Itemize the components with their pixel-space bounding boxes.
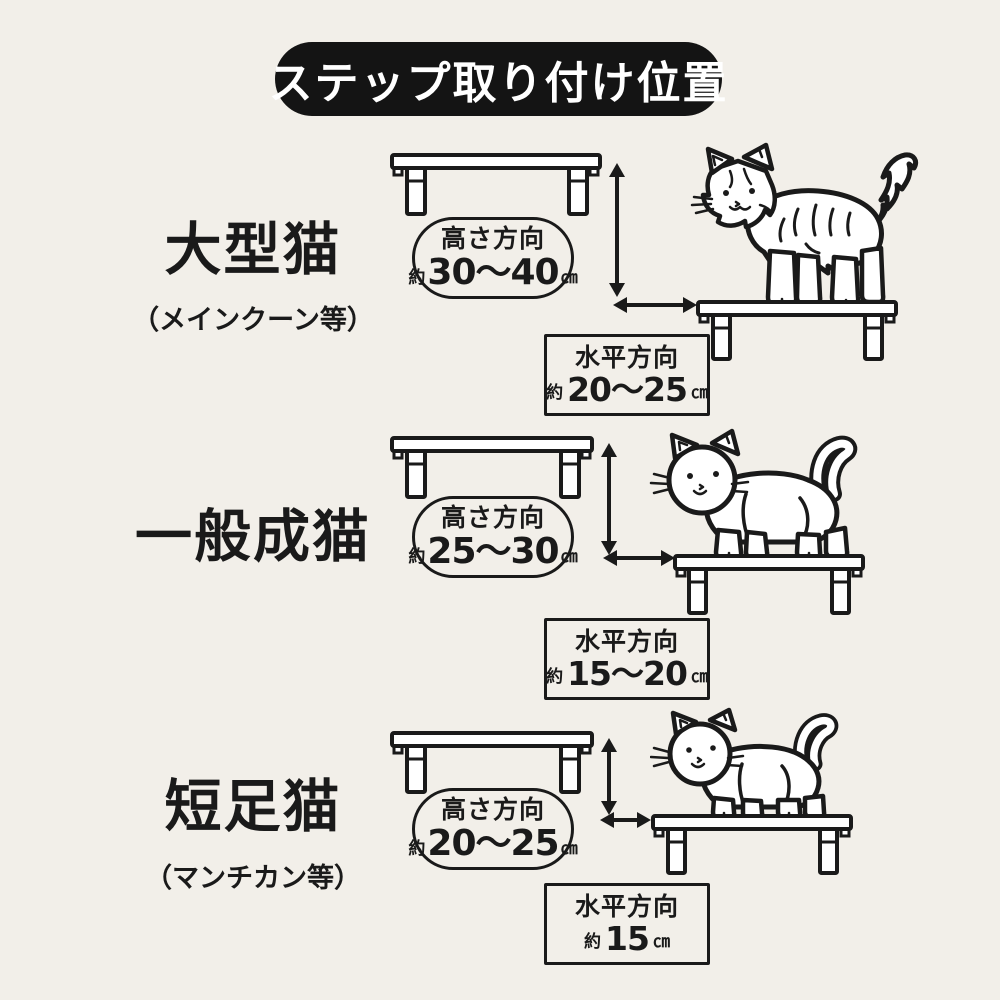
height-value-row: 約 20〜25 ㎝ [408, 822, 578, 864]
vertical-double-arrow-icon [601, 443, 617, 555]
height-value-row: 約 30〜40 ㎝ [408, 251, 578, 293]
cat-step-illustration [673, 554, 865, 615]
horizontal-value: 15〜20 [567, 654, 688, 694]
section-short-leg-cat-name: 短足猫 [164, 774, 342, 840]
upper-step-illustration [390, 153, 602, 216]
page-title: ステップ取り付け位置 [269, 42, 727, 116]
horizontal-unit: ㎝ [652, 932, 670, 953]
section-short-leg-cat-subtitle: （マンチカン等） [145, 863, 361, 894]
adult-cat-illustration [649, 428, 858, 562]
horizontal-label: 水平方向 [574, 891, 679, 921]
height-value: 20〜25 [427, 822, 559, 864]
horizontal-unit: ㎝ [690, 383, 708, 404]
horizontal-double-arrow-icon [613, 297, 697, 313]
section-large-cat-subtitle: （メインクーン等） [132, 305, 374, 336]
munchkin-cat-illustration [650, 707, 839, 820]
horizontal-value-row: 約 15〜20 ㎝ [546, 657, 708, 690]
height-value-row: 約 25〜30 ㎝ [408, 530, 578, 572]
height-value: 25〜30 [427, 530, 559, 572]
height-label: 高さ方向 [440, 795, 545, 825]
horizontal-measure-box: 水平方向 約 15〜20 ㎝ [544, 618, 710, 700]
height-measure-pill: 高さ方向 約 25〜30 ㎝ [408, 496, 578, 578]
horizontal-prefix: 約 [546, 383, 564, 404]
upper-step-illustration [390, 436, 594, 499]
horizontal-double-arrow-icon [603, 550, 675, 566]
page-title-text: ステップ取り付け位置 [268, 58, 729, 109]
horizontal-label: 水平方向 [574, 626, 679, 656]
height-label: 高さ方向 [440, 503, 545, 533]
section-adult-cat-name: 一般成猫 [135, 504, 371, 570]
height-unit: ㎝ [560, 838, 578, 859]
horizontal-double-arrow-icon [600, 812, 651, 828]
horizontal-value: 15 [605, 919, 650, 959]
height-unit: ㎝ [560, 267, 578, 288]
maine-coon-cat-illustration [690, 142, 919, 308]
vertical-double-arrow-icon [601, 738, 617, 815]
vertical-double-arrow-icon [609, 163, 625, 297]
horizontal-prefix: 約 [584, 932, 602, 953]
horizontal-value: 20〜25 [567, 370, 688, 410]
horizontal-measure-box: 水平方向 約 20〜25 ㎝ [544, 334, 710, 416]
height-measure-pill: 高さ方向 約 20〜25 ㎝ [408, 788, 578, 870]
horizontal-unit: ㎝ [690, 667, 708, 688]
section-large-cat-name: 大型猫 [164, 217, 342, 283]
horizontal-prefix: 約 [546, 667, 564, 688]
upper-step-illustration [390, 731, 594, 794]
height-unit: ㎝ [560, 546, 578, 567]
horizontal-label: 水平方向 [574, 342, 679, 372]
height-value: 30〜40 [427, 251, 559, 293]
cat-step-illustration [696, 300, 898, 361]
horizontal-value-row: 約 15 ㎝ [584, 922, 670, 955]
cat-step-illustration [651, 814, 853, 875]
height-measure-pill: 高さ方向 約 30〜40 ㎝ [408, 217, 578, 299]
height-label: 高さ方向 [440, 224, 545, 254]
height-prefix: 約 [408, 838, 426, 859]
height-prefix: 約 [408, 546, 426, 567]
height-prefix: 約 [408, 267, 426, 288]
horizontal-value-row: 約 20〜25 ㎝ [546, 373, 708, 406]
horizontal-measure-box: 水平方向 約 15 ㎝ [544, 883, 710, 965]
